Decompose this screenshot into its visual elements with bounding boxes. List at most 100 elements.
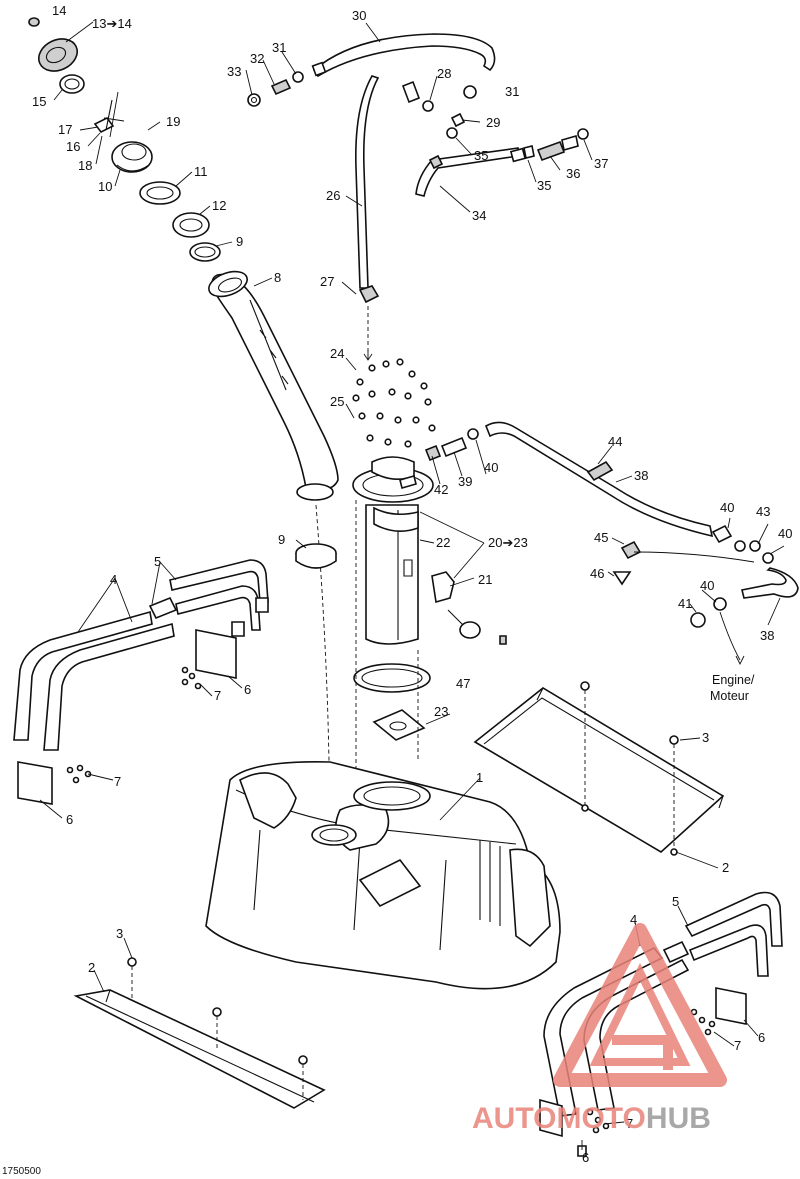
callout-6-lower: 6 xyxy=(66,812,73,827)
callout-30: 30 xyxy=(352,8,366,23)
callout-9-lower: 9 xyxy=(278,532,285,547)
callout-14: 14 xyxy=(52,3,66,18)
callout-8: 8 xyxy=(274,270,281,285)
fuel-pump-body xyxy=(365,504,419,645)
fuel-hose-38 xyxy=(484,421,714,538)
callout-7-right-lower: 7 xyxy=(626,1116,633,1131)
callout-24: 24 xyxy=(330,346,344,361)
callout-45: 45 xyxy=(594,530,608,545)
callout-40-a: 40 xyxy=(484,460,498,475)
vent-hose-26 xyxy=(355,75,380,289)
engine-label-line2: Moteur xyxy=(710,689,749,703)
callout-37: 37 xyxy=(594,156,608,171)
filler-seal xyxy=(139,181,181,205)
cap-gasket xyxy=(59,74,85,94)
callout-40-c: 40 xyxy=(720,500,734,515)
callout-39: 39 xyxy=(458,474,472,489)
filler-ring xyxy=(172,212,210,238)
pump-gasket xyxy=(353,663,431,693)
access-plate xyxy=(372,709,426,741)
callout-19: 19 xyxy=(166,114,180,129)
hose-clamp-lower xyxy=(295,543,337,569)
callout-4-left: 4 xyxy=(110,572,117,587)
callout-42: 42 xyxy=(434,482,448,497)
callout-47: 47 xyxy=(456,676,470,691)
callout-7-upper: 7 xyxy=(214,688,221,703)
callout-35-b: 35 xyxy=(537,178,551,193)
callout-9-upper: 9 xyxy=(236,234,243,249)
callout-18: 18 xyxy=(78,158,92,173)
callout-12: 12 xyxy=(212,198,226,213)
callout-10: 10 xyxy=(98,179,112,194)
callout-5-left: 5 xyxy=(154,554,161,569)
callout-36: 36 xyxy=(566,166,580,181)
callout-33: 33 xyxy=(227,64,241,79)
callout-43: 43 xyxy=(756,504,770,519)
callout-7-right-upper: 7 xyxy=(734,1038,741,1053)
vent-hose-30 xyxy=(312,33,496,78)
cap-tether-part xyxy=(28,17,40,27)
callout-13-14: 13➔14 xyxy=(92,16,132,31)
callout-17: 17 xyxy=(58,122,72,137)
strap-bracket-lower xyxy=(17,761,53,805)
callout-25: 25 xyxy=(330,394,344,409)
fuel-cap xyxy=(37,38,79,72)
callout-20-23: 20➔23 xyxy=(488,535,528,550)
callout-34: 34 xyxy=(472,208,486,223)
figure-id: 1750500 xyxy=(2,1166,41,1177)
heat-shield-lower xyxy=(73,957,326,1109)
callout-31-right: 31 xyxy=(505,84,519,99)
callout-6-right-lower: 6 xyxy=(582,1150,589,1165)
callout-38-a: 38 xyxy=(634,468,648,483)
callout-labels: 14 13➔14 15 17 16 18 19 10 11 12 9 8 30 … xyxy=(32,3,792,1165)
callout-28: 28 xyxy=(437,66,451,81)
callout-4-right: 4 xyxy=(630,912,637,927)
callout-44: 44 xyxy=(608,434,622,449)
watermark-text: AUTOMOTOHUB xyxy=(472,1102,711,1135)
callout-3-right: 3 xyxy=(702,730,709,745)
callout-11: 11 xyxy=(194,164,208,179)
hose-routing-line xyxy=(315,504,331,801)
callout-41: 41 xyxy=(678,596,692,611)
fuel-cap-group xyxy=(28,17,221,262)
callout-3-left: 3 xyxy=(116,926,123,941)
vent-line-group xyxy=(247,33,589,361)
fuel-tank xyxy=(205,761,561,990)
callout-5-right: 5 xyxy=(672,894,679,909)
heat-shield-upper xyxy=(473,681,725,856)
callout-22: 22 xyxy=(436,535,450,550)
callout-46: 46 xyxy=(590,566,604,581)
callout-31-left: 31 xyxy=(272,40,286,55)
callout-7-lower: 7 xyxy=(114,774,121,789)
callout-32: 32 xyxy=(250,51,264,66)
filler-hose xyxy=(208,270,339,501)
callout-16: 16 xyxy=(66,139,80,154)
callout-27: 27 xyxy=(320,274,334,289)
callout-21: 21 xyxy=(478,572,492,587)
strap-bracket-upper xyxy=(195,629,237,679)
callout-1: 1 xyxy=(476,770,483,785)
pump-bracket xyxy=(431,571,455,604)
callout-23: 23 xyxy=(434,704,448,719)
callout-38-b: 38 xyxy=(760,628,774,643)
leader-lines xyxy=(39,21,785,1150)
pump-screws xyxy=(352,358,436,448)
hose-clamp-upper xyxy=(189,242,221,262)
callout-40-b: 40 xyxy=(700,578,714,593)
callout-2-right: 2 xyxy=(722,860,729,875)
callout-29: 29 xyxy=(486,115,500,130)
watermark-logo: AUTOMOTOHUB xyxy=(472,923,727,1135)
callout-2-left: 2 xyxy=(88,960,95,975)
callout-26: 26 xyxy=(326,188,340,203)
purge-hose-34 xyxy=(415,147,519,197)
callout-6-right-upper: 6 xyxy=(758,1030,765,1045)
callout-40-d: 40 xyxy=(778,526,792,541)
callout-6-upper: 6 xyxy=(244,682,251,697)
tether-bracket xyxy=(93,116,115,134)
engine-label-line1: Engine/ xyxy=(712,673,755,687)
tank-straps-left xyxy=(13,559,269,805)
callout-35-a: 35 xyxy=(474,148,488,163)
callout-15: 15 xyxy=(32,94,46,109)
fuel-pump-group xyxy=(352,358,799,790)
